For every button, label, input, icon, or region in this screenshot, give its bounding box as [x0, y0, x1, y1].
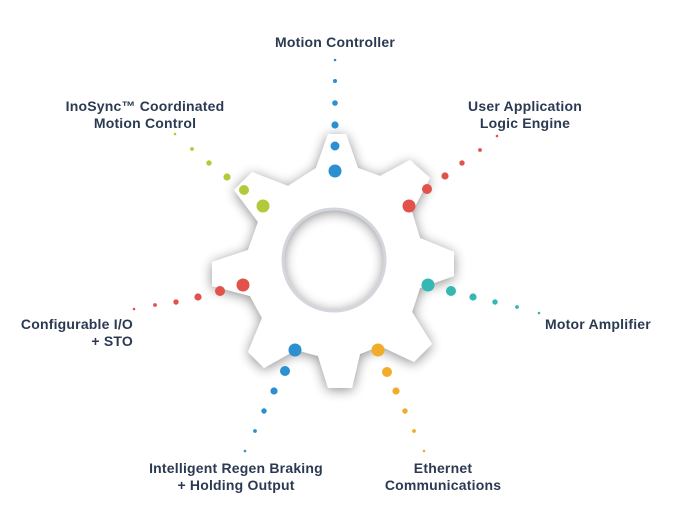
connector-dot — [495, 134, 499, 138]
connector-dot — [331, 121, 339, 129]
dots-regen-braking — [243, 343, 302, 453]
label-line: + STO — [91, 333, 133, 349]
dots-user-application — [402, 134, 499, 213]
connector-dot — [280, 366, 290, 376]
label-ethernet: Ethernet Communications — [385, 460, 501, 494]
connector-dot — [332, 100, 338, 106]
label-line: Configurable I/O — [20, 316, 133, 332]
connector-dot — [243, 449, 247, 453]
connector-dot — [392, 387, 400, 395]
connector-dot — [328, 164, 342, 178]
dots-motor-amplifier — [421, 278, 541, 315]
connector-dot — [382, 367, 392, 377]
connector-dots — [132, 58, 541, 453]
label-configurable-io: Configurable I/O + STO — [0, 316, 133, 350]
label-line: Logic Engine — [479, 115, 571, 131]
connector-dot — [478, 148, 482, 152]
connector-dot — [239, 185, 249, 195]
label-line: Motor Amplifier — [545, 316, 651, 332]
connector-dot — [492, 299, 498, 305]
connector-dot — [469, 293, 477, 301]
connector-dot — [206, 160, 212, 166]
connector-dot — [173, 132, 177, 136]
label-line: Motion Controller — [274, 34, 396, 50]
connector-dot — [173, 299, 179, 305]
dots-inosync — [173, 132, 270, 213]
label-line: User Application — [468, 98, 582, 114]
connector-dot — [270, 387, 278, 395]
connector-dot — [261, 408, 267, 414]
label-line: Motion Control — [93, 115, 197, 131]
connector-dot — [422, 449, 426, 453]
connector-dot — [441, 172, 449, 180]
connector-dot — [153, 303, 157, 307]
connector-dot — [236, 278, 250, 292]
dots-motion-controller — [328, 58, 342, 178]
label-regen-braking: Intelligent Regen Braking + Holding Outp… — [149, 460, 323, 494]
label-line: InoSync™ Coordinated — [65, 98, 225, 114]
label-line: Communications — [384, 477, 502, 493]
label-motor-amplifier: Motor Amplifier — [545, 316, 651, 333]
connector-dot — [253, 429, 257, 433]
connector-dot — [132, 307, 136, 311]
connector-dot — [421, 278, 435, 292]
label-motion-controller: Motion Controller — [275, 34, 395, 51]
connector-dot — [402, 408, 408, 414]
connector-dot — [256, 199, 270, 213]
connector-dot — [333, 79, 337, 83]
label-user-application: User Application Logic Engine — [468, 98, 582, 132]
connector-dot — [459, 160, 465, 166]
label-line: Intelligent Regen Braking — [149, 460, 323, 476]
dots-ethernet — [371, 343, 426, 453]
gear-icon — [212, 134, 454, 388]
connector-dot — [288, 343, 302, 357]
connector-dot — [371, 343, 385, 357]
dots-configurable-io — [132, 278, 250, 311]
connector-dot — [330, 141, 340, 151]
connector-dot — [215, 286, 225, 296]
connector-dot — [412, 429, 416, 433]
connector-dot — [422, 184, 432, 194]
connector-dot — [446, 286, 456, 296]
connector-dot — [402, 199, 416, 213]
connector-dot — [190, 147, 194, 151]
label-inosync: InoSync™ Coordinated Motion Control — [66, 98, 225, 132]
label-line: Ethernet — [413, 460, 473, 476]
connector-dot — [537, 311, 541, 315]
connector-dot — [194, 293, 202, 301]
label-line: + Holding Output — [177, 477, 295, 493]
connector-dot — [333, 58, 337, 62]
connector-dot — [223, 173, 231, 181]
connector-dot — [515, 305, 519, 309]
gear-center-hole — [281, 207, 387, 313]
